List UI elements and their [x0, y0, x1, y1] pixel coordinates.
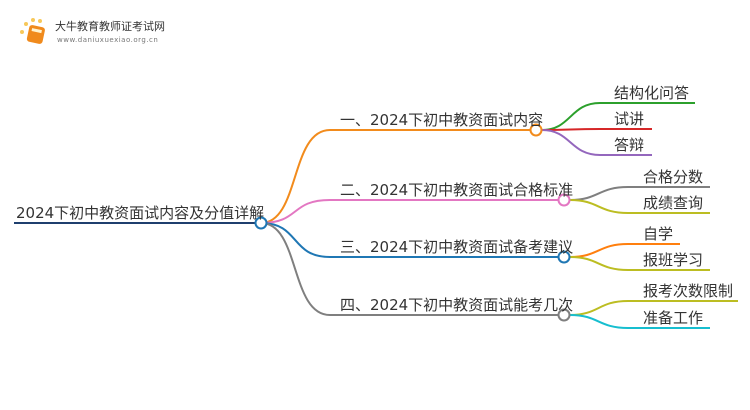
branch-4[interactable]: 四、2024下初中教资面试能考几次 [340, 296, 574, 314]
site-url: www.daniuxuexiao.org.cn [57, 36, 159, 44]
leaf-connector [541, 128, 652, 131]
leaf-3-2[interactable]: 报班学习 [643, 251, 704, 269]
leaf-2-1[interactable]: 合格分数 [643, 168, 704, 186]
leaf-connector [541, 102, 695, 131]
branch-1[interactable]: 一、2024下初中教资面试内容 [340, 111, 544, 129]
branch-2[interactable]: 二、2024下初中教资面试合格标准 [340, 181, 574, 199]
leaf-connector [569, 314, 710, 329]
leaf-1-1[interactable]: 结构化问答 [614, 84, 690, 102]
site-name: 大牛教育教师证考试网 [55, 20, 165, 33]
branch-node-circle [557, 250, 571, 264]
root-node-circle [254, 216, 268, 230]
branch-connector [260, 222, 558, 316]
leaf-1-2[interactable]: 试讲 [614, 110, 645, 128]
leaf-4-1[interactable]: 报考次数限制 [643, 282, 734, 300]
branch-connector [260, 199, 558, 224]
branch-connector [260, 222, 558, 258]
leaf-4-2[interactable]: 准备工作 [643, 309, 704, 327]
branch-node-circle [557, 193, 571, 207]
book-logo-icon [18, 16, 52, 50]
leaf-connector [569, 199, 710, 214]
root-node[interactable]: 2024下初中教资面试内容及分值详解 [16, 204, 265, 222]
leaf-connector [569, 256, 710, 271]
branch-3[interactable]: 三、2024下初中教资面试备考建议 [340, 238, 574, 256]
branch-node-circle [529, 123, 543, 137]
branch-connector [260, 129, 530, 224]
leaf-1-3[interactable]: 答辩 [614, 136, 645, 154]
leaf-3-1[interactable]: 自学 [643, 225, 674, 243]
leaf-2-2[interactable]: 成绩查询 [643, 194, 704, 212]
branch-node-circle [557, 308, 571, 322]
leaf-connector [541, 129, 652, 156]
